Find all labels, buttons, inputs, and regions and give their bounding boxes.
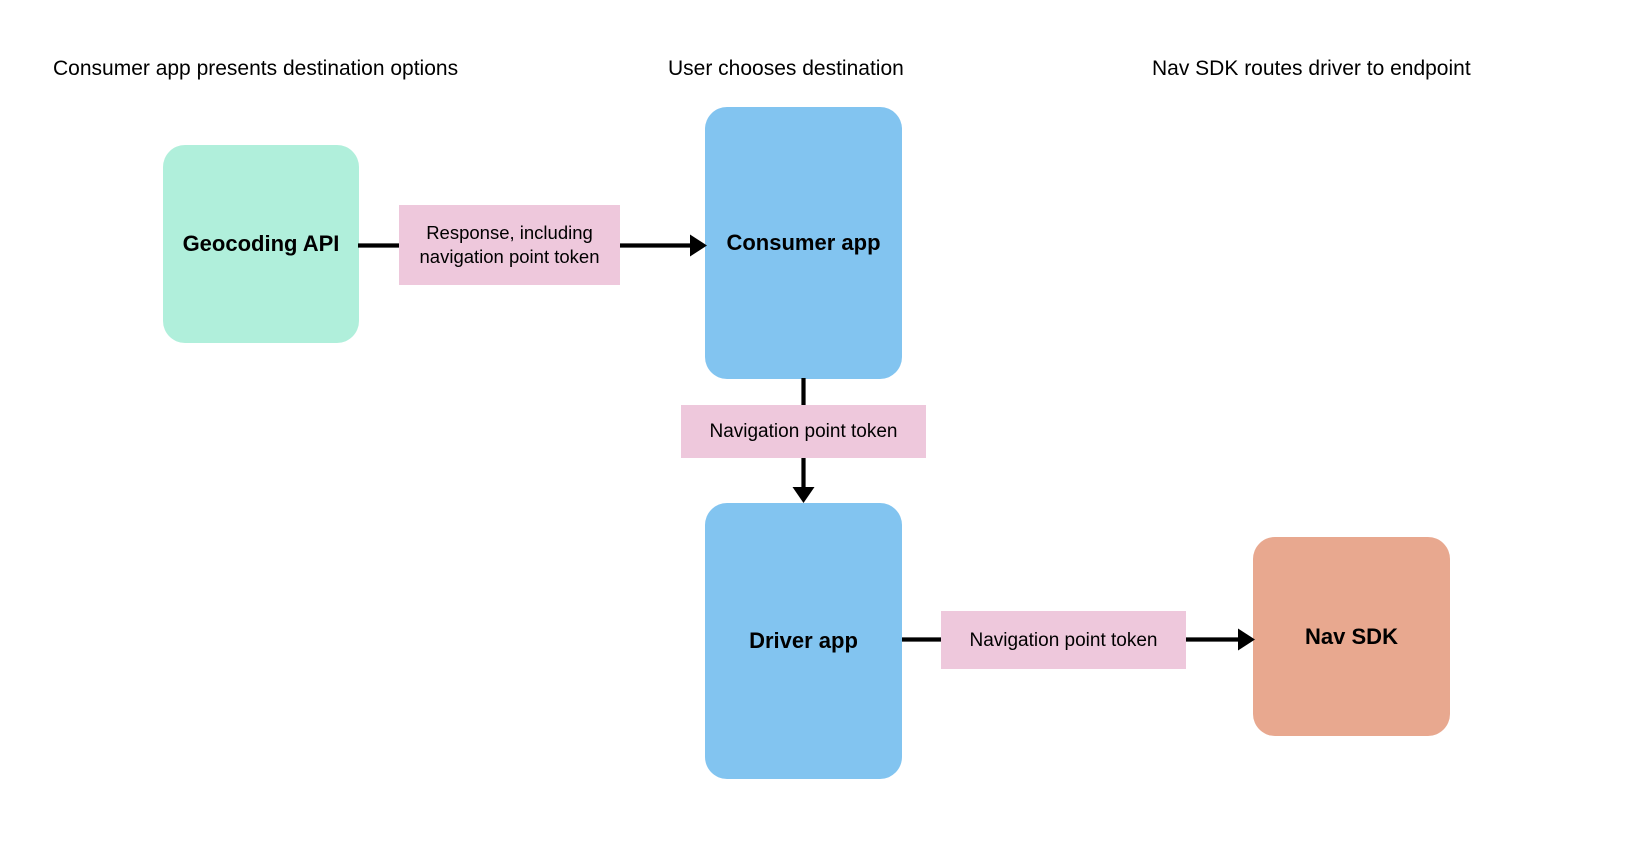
connector-nav-token-label-to-driver-app xyxy=(792,456,815,503)
column-header-consumer-app-presents-destination-options: Consumer app presents destination option… xyxy=(53,57,459,80)
node-consumer-app-label: Consumer app xyxy=(726,230,881,255)
edge-label-navigation-point-token-text: Navigation point token xyxy=(709,421,898,442)
edge-label-navigation-point-token-consumer-to-driver: Navigation point token xyxy=(681,405,926,458)
edge-label-response-including-navigation-point-token: Response, including navigation point tok… xyxy=(399,205,620,285)
node-driver-app-label: Driver app xyxy=(749,628,858,653)
node-driver-app: Driver app xyxy=(705,503,902,779)
edge-label-navigation-point-token-driver-to-navsdk: Navigation point token xyxy=(941,611,1186,669)
arrowhead-down-icon xyxy=(792,487,815,503)
column-header-user-chooses-destination: User chooses destination xyxy=(668,57,904,80)
column-header-nav-sdk-routes-driver-to-endpoint: Nav SDK routes driver to endpoint xyxy=(1152,57,1471,80)
edge-label-navigation-point-token-text: Navigation point token xyxy=(969,629,1158,651)
connector-response-label-to-consumer-app xyxy=(619,234,707,257)
node-geocoding-api-label: Geocoding API xyxy=(182,231,340,256)
node-nav-sdk: Nav SDK xyxy=(1253,537,1450,736)
edge-label-response-text: Response, including navigation point tok… xyxy=(419,222,600,267)
node-geocoding-api: Geocoding API xyxy=(163,145,359,343)
node-consumer-app: Consumer app xyxy=(705,107,902,379)
node-nav-sdk-label: Nav SDK xyxy=(1305,623,1398,649)
connector-nav-token-label-to-nav-sdk xyxy=(1185,628,1255,651)
